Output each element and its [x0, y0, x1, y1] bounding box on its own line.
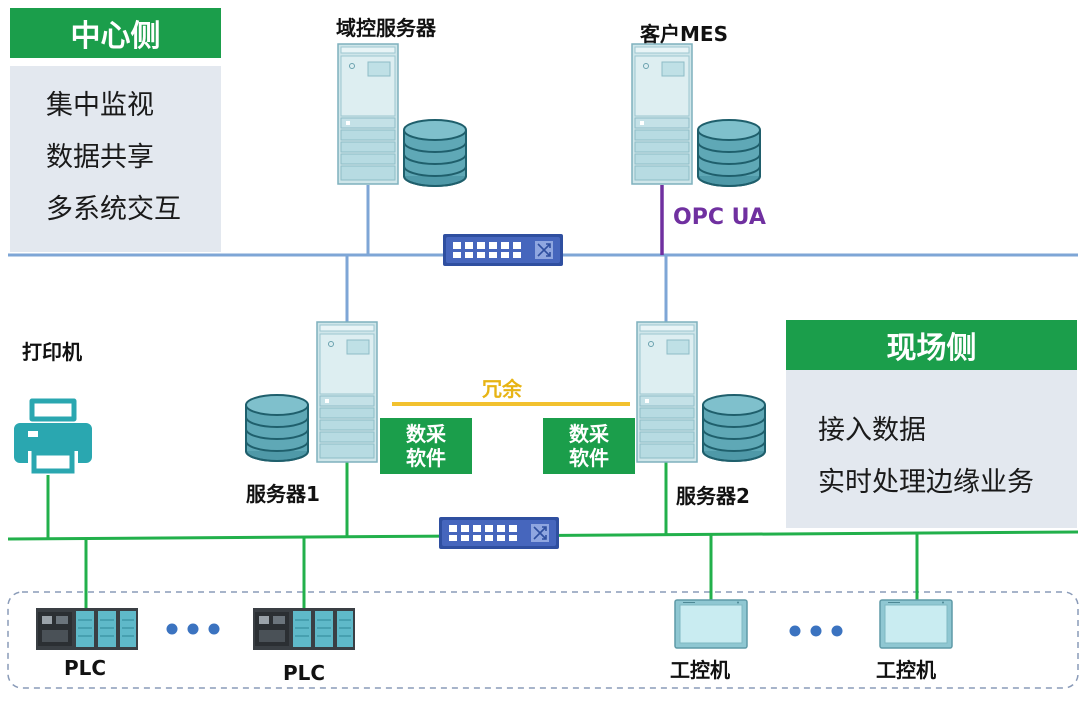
- ipc-2-label: 工控机: [876, 658, 936, 682]
- domain-server-icon: [337, 43, 399, 185]
- ellipsis-icon: [166, 623, 220, 635]
- daq-software-1-badge: 数采软件: [380, 418, 472, 474]
- field-switch-icon: [438, 516, 560, 550]
- domain-server-label: 域控服务器: [336, 16, 436, 40]
- field-item-edge-processing: 实时处理边缘业务: [818, 467, 1034, 498]
- customer-mes-database-icon: [697, 119, 761, 187]
- center-item-data-sharing: 数据共享: [46, 142, 154, 173]
- ipc-1-icon: [674, 599, 748, 649]
- server2-database-icon: [702, 394, 766, 462]
- center-item-system-interaction: 多系统交互: [46, 194, 181, 225]
- ipc-2-icon: [879, 599, 953, 649]
- server2-icon: [636, 321, 698, 463]
- plc-2-icon: [252, 607, 356, 651]
- printer-icon: [14, 398, 92, 474]
- opc-ua-label: OPC UA: [673, 205, 766, 230]
- center-side-panel: [10, 66, 221, 252]
- plc-1-label: PLC: [64, 656, 107, 680]
- center-switch-icon: [442, 233, 564, 267]
- plc-1-icon: [35, 607, 139, 651]
- center-side-list: 集中监视 数据共享 多系统交互: [46, 80, 181, 236]
- field-side-list: 接入数据 实时处理边缘业务: [818, 405, 1034, 509]
- ipc-1-label: 工控机: [670, 658, 730, 682]
- ellipsis-icon: [789, 625, 843, 637]
- field-side-panel: [786, 370, 1077, 528]
- field-side-title: 现场侧: [786, 320, 1077, 370]
- customer-mes-label: 客户MES: [640, 22, 728, 46]
- server1-database-icon: [245, 394, 309, 462]
- customer-mes-server-icon: [631, 43, 693, 185]
- center-item-monitoring: 集中监视: [46, 90, 154, 121]
- domain-server-database-icon: [403, 119, 467, 187]
- printer-label: 打印机: [22, 340, 82, 364]
- server1-label: 服务器1: [246, 482, 320, 506]
- server2-label: 服务器2: [676, 484, 750, 508]
- center-side-title: 中心侧: [10, 8, 221, 58]
- redundant-label: 冗余: [482, 377, 522, 401]
- server1-icon: [316, 321, 378, 463]
- plc-2-label: PLC: [283, 661, 326, 685]
- daq-software-1-label: 数采软件: [406, 422, 446, 470]
- field-device-boundary: [7, 591, 1079, 689]
- daq-software-2-label: 数采软件: [569, 422, 609, 470]
- field-item-data-access: 接入数据: [818, 415, 926, 446]
- daq-software-2-badge: 数采软件: [543, 418, 635, 474]
